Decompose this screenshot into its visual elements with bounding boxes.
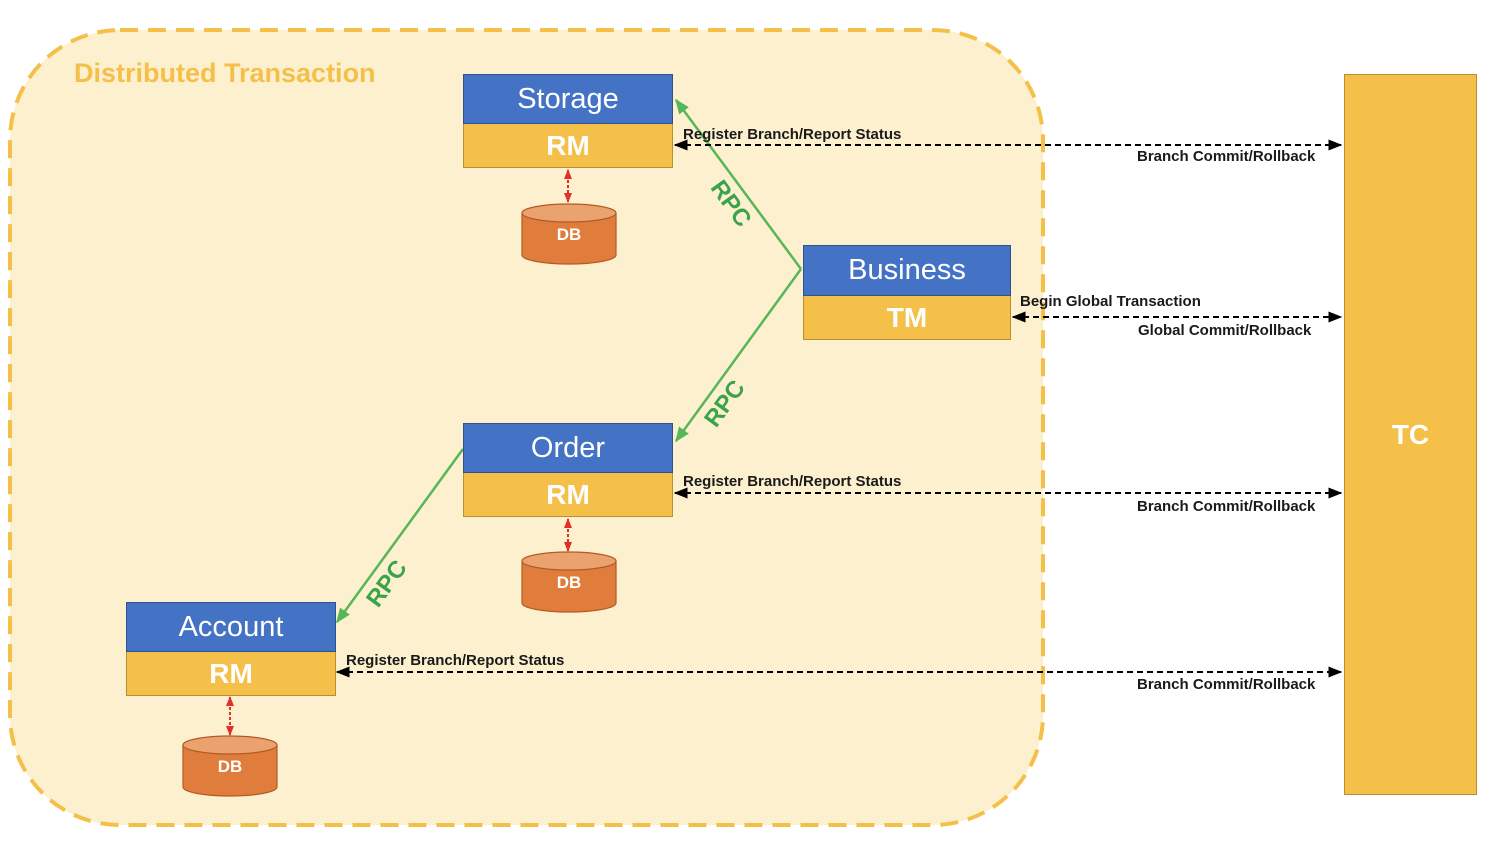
account-rm: RM xyxy=(126,652,336,696)
storage-db-label: DB xyxy=(556,225,582,244)
account-node: Account RM xyxy=(126,602,336,696)
account-db: DB xyxy=(182,735,278,797)
rpc-order-to-account xyxy=(335,448,465,624)
storage-db: DB xyxy=(521,203,617,265)
account-title: Account xyxy=(126,602,336,652)
database-icon xyxy=(521,551,617,613)
storage-rm: RM xyxy=(463,124,673,168)
rpc-business-to-storage xyxy=(674,98,803,270)
order-node: Order RM xyxy=(463,423,673,517)
database-icon xyxy=(182,735,278,797)
business-tm: TM xyxy=(803,296,1011,340)
order-db: DB xyxy=(521,551,617,613)
rpc-business-to-order xyxy=(674,268,803,443)
global-commit-label: Global Commit/Rollback xyxy=(1138,322,1312,339)
tc-node: TC xyxy=(1344,74,1477,795)
business-title: Business xyxy=(803,245,1011,296)
begin-global-label: Begin Global Transaction xyxy=(1020,293,1201,310)
order-title: Order xyxy=(463,423,673,473)
order-rm: RM xyxy=(463,473,673,517)
branch-label-account: Branch Commit/Rollback xyxy=(1137,676,1316,693)
branch-label-order: Branch Commit/Rollback xyxy=(1137,498,1316,515)
account-db-label: DB xyxy=(217,757,243,776)
register-label-account: Register Branch/Report Status xyxy=(346,652,565,669)
database-icon xyxy=(521,203,617,265)
storage-node: Storage RM xyxy=(463,74,673,168)
order-db-label: DB xyxy=(556,573,582,592)
region-title: Distributed Transaction xyxy=(74,58,376,88)
register-label-storage: Register Branch/Report Status xyxy=(683,126,902,143)
branch-label-storage: Branch Commit/Rollback xyxy=(1137,148,1316,165)
register-label-order: Register Branch/Report Status xyxy=(683,473,902,490)
business-node: Business TM xyxy=(803,245,1011,340)
storage-title: Storage xyxy=(463,74,673,124)
